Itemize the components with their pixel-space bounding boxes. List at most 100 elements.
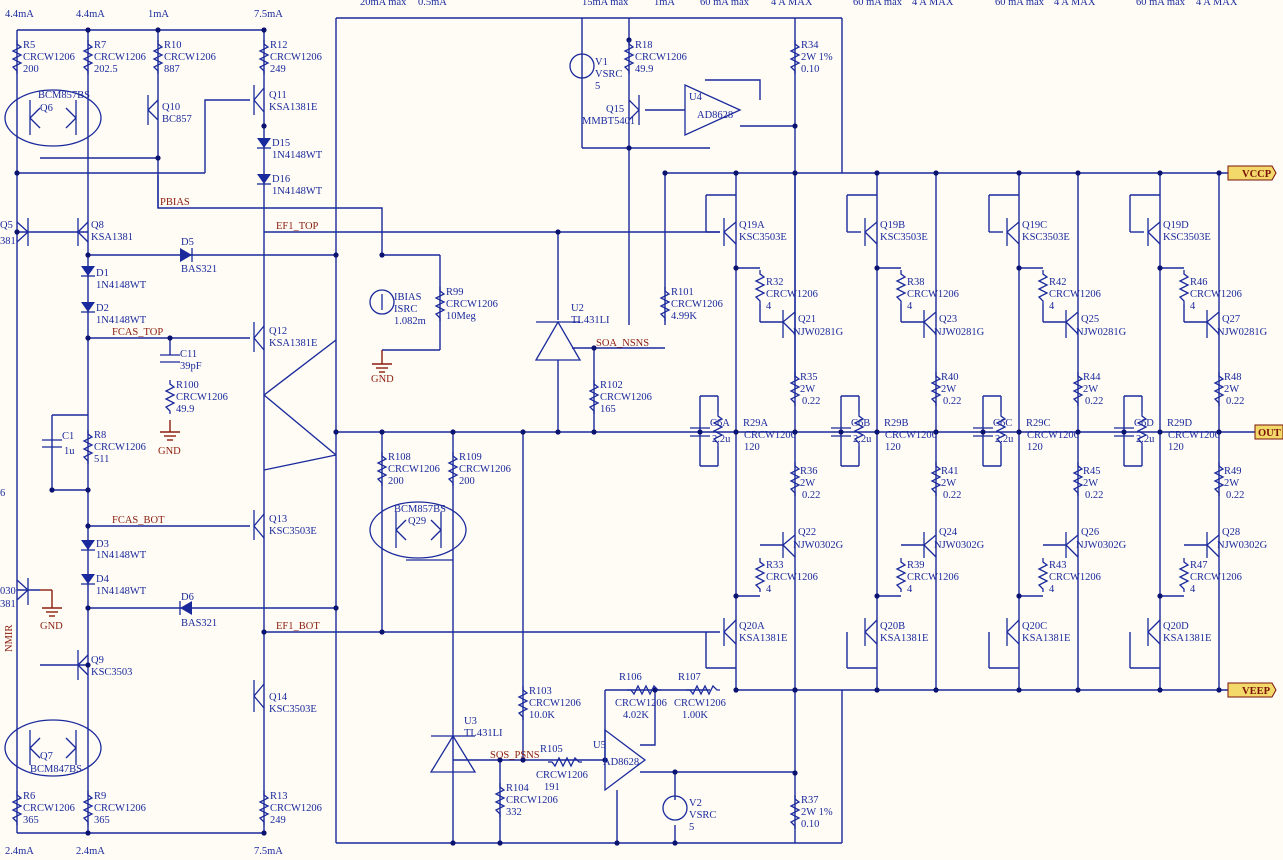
current-label-top: 7.5mA [254, 9, 283, 20]
u4-value: AD8628 [697, 110, 733, 121]
resistors: R5CRCW1206200R7CRCW1206202.5R10CRCW12068… [11, 40, 833, 830]
r8-value2: 511 [94, 454, 109, 465]
r29-resistor [1136, 412, 1148, 446]
r-top-value: CRCW1206 [1190, 289, 1242, 300]
r103-value: CRCW1206 [529, 698, 581, 709]
current-label-top: 4.4mA [76, 9, 105, 20]
r-top-value: CRCW1206 [1049, 289, 1101, 300]
q30-value: 381 [0, 599, 16, 610]
d2-ref: D2 [96, 303, 109, 314]
ibias-value2: 1.082m [394, 316, 426, 327]
r37-value: 2W 1% [801, 807, 833, 818]
u4-opamp-body [684, 83, 742, 137]
channel-1: Q19AKSC3503EQ20AKSA1381ER32CRCW12064Q21N… [690, 170, 844, 693]
r-top-ref: R38 [907, 277, 925, 288]
q22-value: NJW0302G [1217, 540, 1268, 551]
ibias-ref: IBIAS [394, 292, 422, 303]
d15-value: 1N4148WT [272, 150, 323, 161]
r-lower-value2: 0.22 [1226, 490, 1244, 501]
r102-value: CRCW1206 [600, 392, 652, 403]
r-upper-value: 2W [1224, 384, 1239, 395]
r-top-ref: R46 [1190, 277, 1208, 288]
r13-ref: R13 [270, 791, 288, 802]
current-label-max: 4 A MAX [1054, 0, 1096, 8]
r105-resistor [548, 756, 582, 768]
r34-resistor [789, 40, 801, 74]
vccp-port [1227, 165, 1277, 181]
r29-ref: R29D [1167, 418, 1193, 429]
q22-value: NJW0302G [793, 540, 844, 551]
r-upper-value2: 0.22 [802, 396, 820, 407]
r5-value: CRCW1206 [23, 52, 75, 63]
static-symbols [4, 53, 1283, 821]
u2-value: TL431LI [571, 315, 610, 326]
r105-value: CRCW1206 [536, 770, 588, 781]
q10-value: BC857 [162, 114, 192, 125]
r-top-value: CRCW1206 [766, 289, 818, 300]
q19-value: KSC3503E [1022, 232, 1070, 243]
r8-value: CRCW1206 [94, 442, 146, 453]
r99-resistor [434, 287, 446, 321]
q15-ref: Q15 [606, 104, 624, 115]
q12-value: KSA1381E [269, 338, 317, 349]
sos-psns-net: SOS_PSNS [490, 750, 540, 761]
q29-package-outline [369, 501, 467, 559]
vccp-label: VCCP [1242, 169, 1272, 180]
r-small-top [754, 270, 766, 304]
r-top-value2: 4 [766, 301, 772, 312]
current-label-max: 4 A MAX [771, 0, 813, 8]
r101-value: CRCW1206 [671, 299, 723, 310]
q20-ref: Q20C [1022, 621, 1047, 632]
r104-ref: R104 [506, 783, 530, 794]
r-upper-ref: R35 [800, 372, 818, 383]
d5-ref: D5 [181, 237, 194, 248]
r108-value2: 200 [388, 476, 404, 487]
c11-ref: C11 [180, 349, 197, 360]
c6-value: 2.2u [1136, 434, 1155, 445]
r6-ref: R6 [23, 791, 35, 802]
r104-value2: 332 [506, 807, 522, 818]
r107-resistor [686, 684, 720, 696]
r-lower-ref: R41 [941, 466, 959, 477]
r-big-upper [930, 372, 942, 406]
r34-value2: 0.10 [801, 64, 819, 75]
d16-value: 1N4148WT [272, 186, 323, 197]
r100-ref: R100 [176, 380, 199, 391]
r-small-bottom [1037, 558, 1049, 592]
r29-value: CRCW1206 [1168, 430, 1220, 441]
r37-value2: 0.10 [801, 819, 819, 830]
current-label-max: 20mA max [360, 0, 407, 8]
r29-value2: 120 [885, 442, 901, 453]
r29-value2: 120 [1168, 442, 1184, 453]
r-small-bottom [895, 558, 907, 592]
q20-value: KSA1381E [1022, 633, 1070, 644]
d1-ref: D1 [96, 268, 109, 279]
r107-value: CRCW1206 [674, 698, 726, 709]
q20-ref: Q20D [1163, 621, 1189, 632]
r5-ref: R5 [23, 40, 35, 51]
q20-value: KSA1381E [880, 633, 928, 644]
r-big-lower [789, 462, 801, 496]
r-bot-ref: R47 [1190, 560, 1208, 571]
c11-value: 39pF [180, 361, 202, 372]
d15-ref: D15 [272, 138, 290, 149]
ibias-source [369, 289, 395, 315]
r29-resistor [995, 412, 1007, 446]
d1-value: 1N4148WT [96, 280, 147, 291]
r6-resistor [11, 791, 23, 825]
r103-value2: 10.0K [529, 710, 555, 721]
d3-ref: D3 [96, 539, 109, 550]
v1-value: VSRC [595, 69, 622, 80]
r5-value2: 200 [23, 64, 39, 75]
q7-ref: Q7 [40, 751, 53, 762]
r109-ref: R109 [459, 452, 482, 463]
ibias-value: ISRC [394, 304, 417, 315]
current-label-top: 1mA [148, 9, 169, 20]
c1-value: 1u [64, 446, 75, 457]
r-small-top [895, 270, 907, 304]
q9-ref: Q9 [91, 655, 104, 666]
r104-value: CRCW1206 [506, 795, 558, 806]
r29-ref: R29C [1026, 418, 1051, 429]
q6-value: BCM857BS [38, 90, 90, 101]
